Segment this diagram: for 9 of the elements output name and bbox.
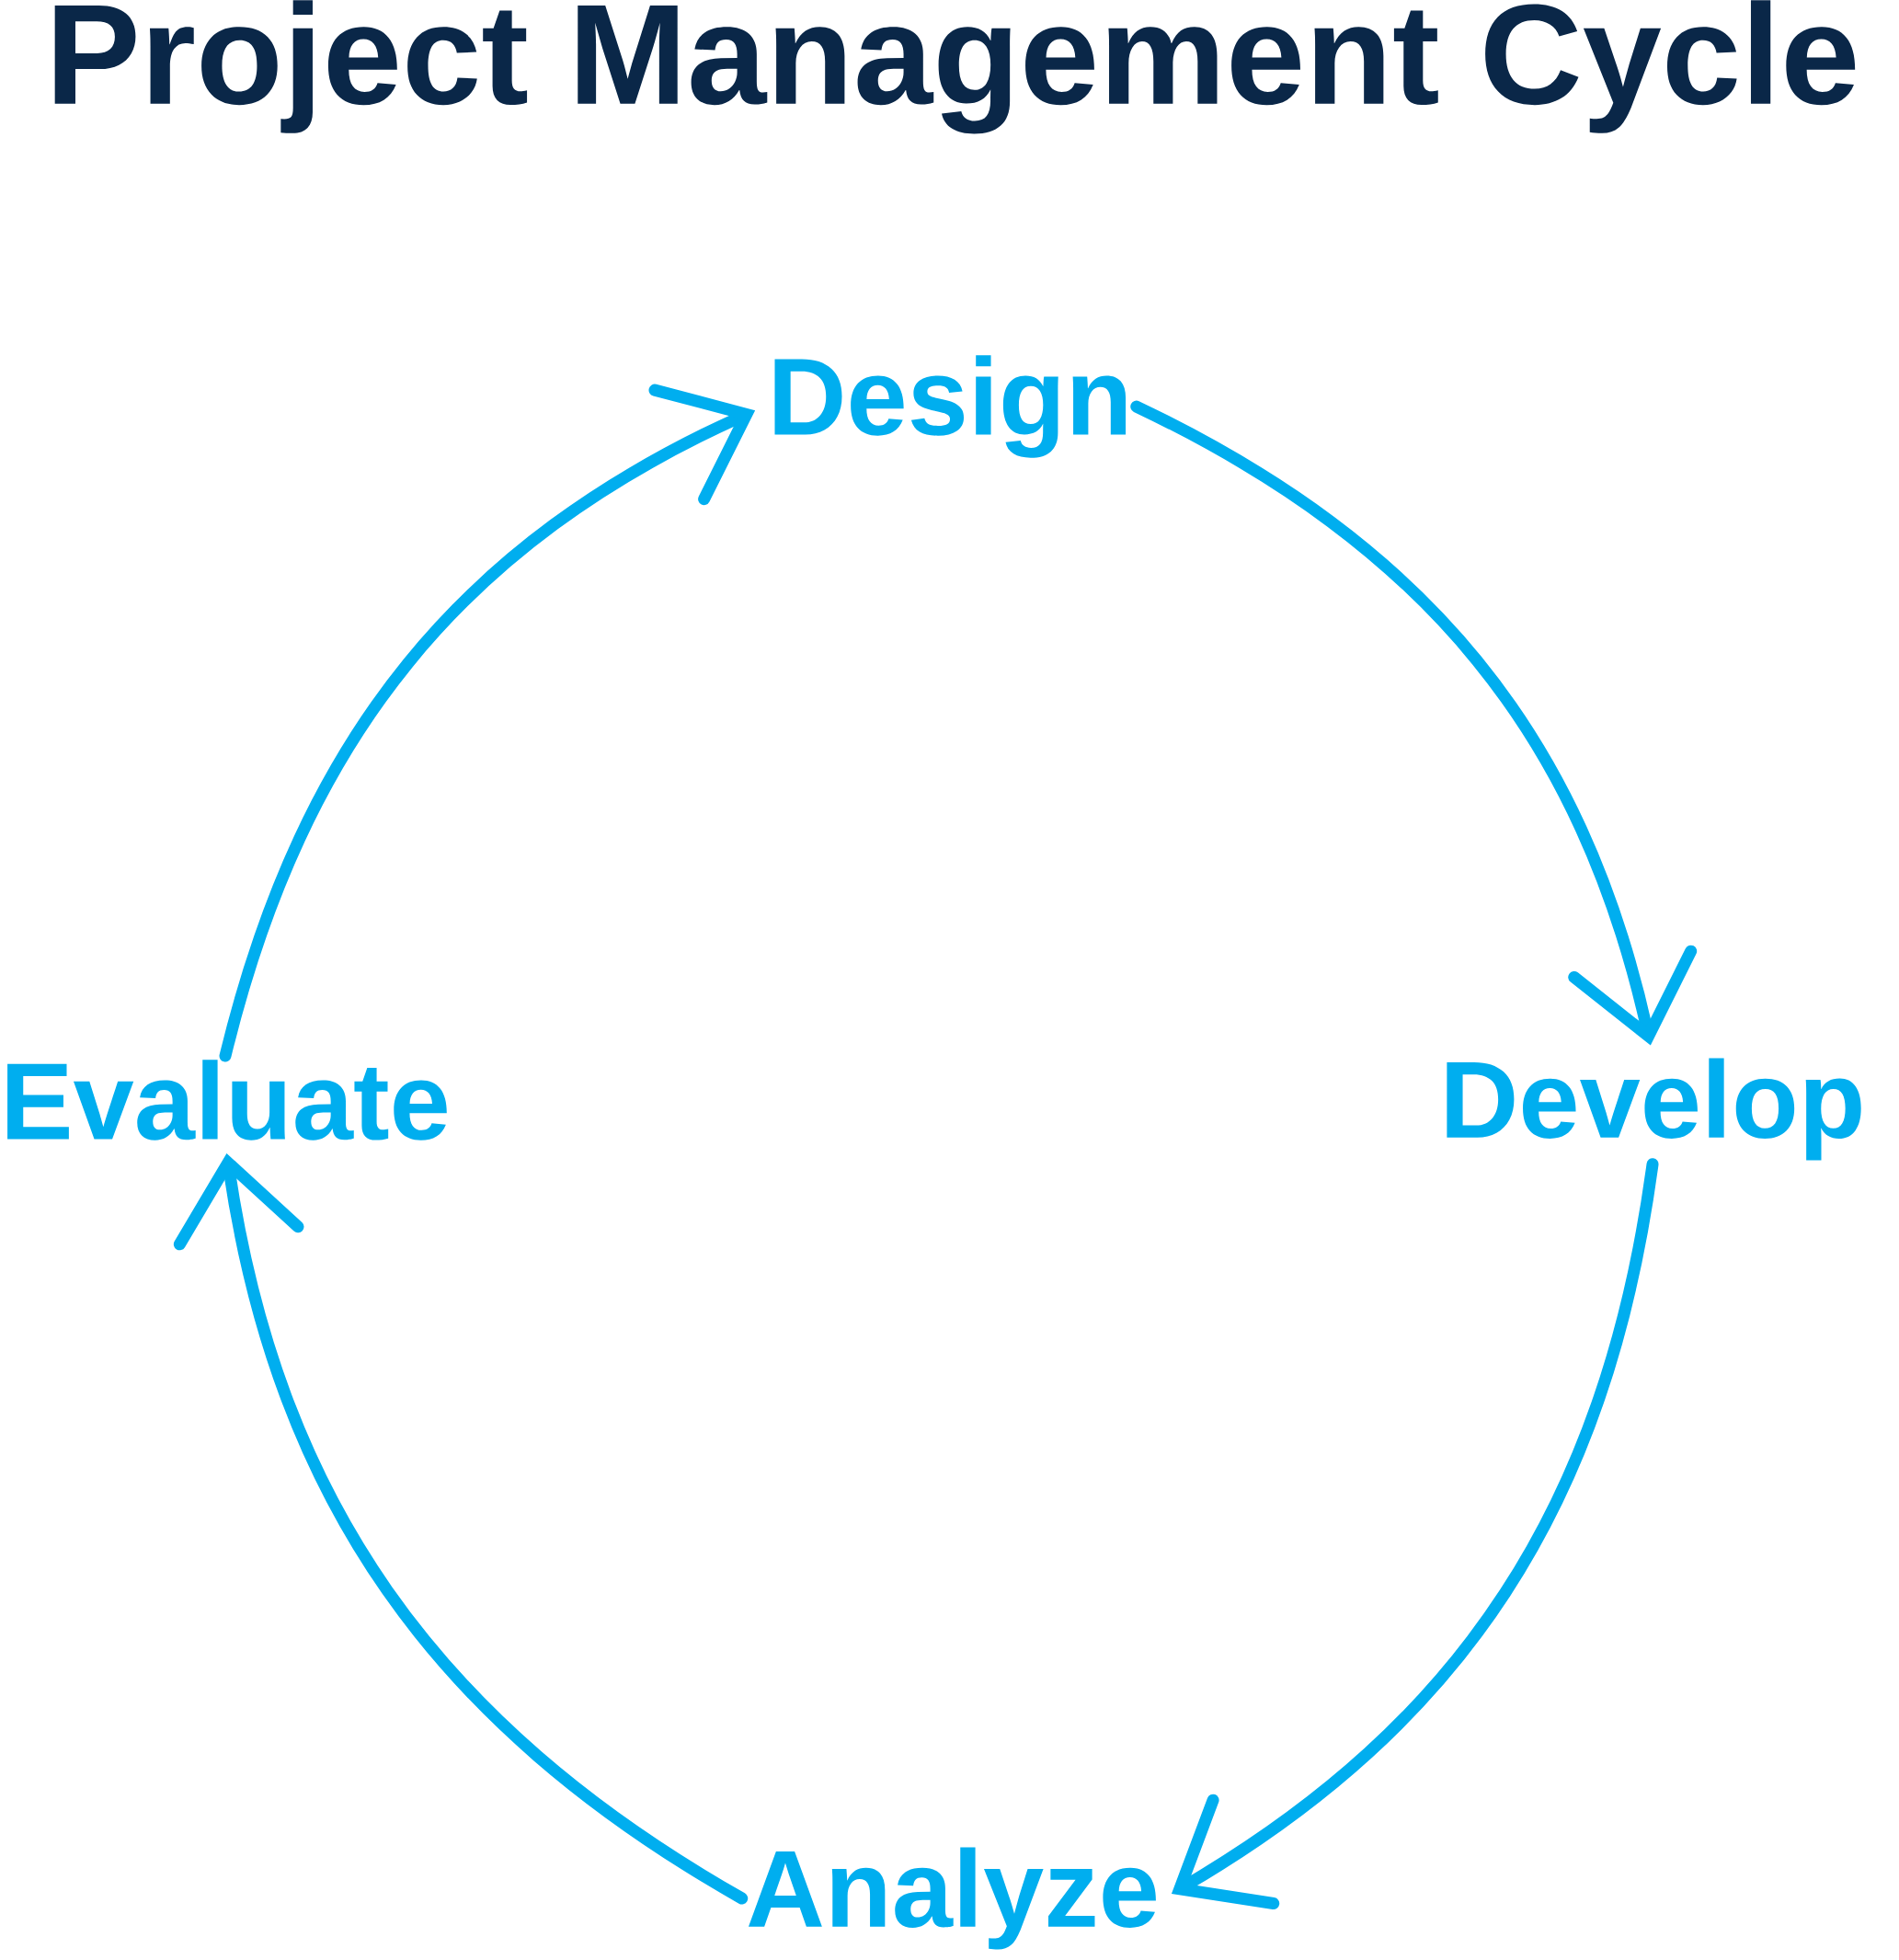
- stage-label: Evaluate: [7, 1060, 447, 1140]
- stage-label: Analyze: [749, 1847, 1156, 1950]
- arrow: [1130, 400, 1698, 1046]
- stage-label: Design: [774, 355, 1127, 458]
- stage-label: Develop: [1447, 1058, 1861, 1161]
- arrow: [1171, 1158, 1659, 1909]
- title: Project Management Cycle: [54, 0, 1856, 134]
- arrow: [173, 1152, 749, 1905]
- arrow: [219, 384, 756, 1062]
